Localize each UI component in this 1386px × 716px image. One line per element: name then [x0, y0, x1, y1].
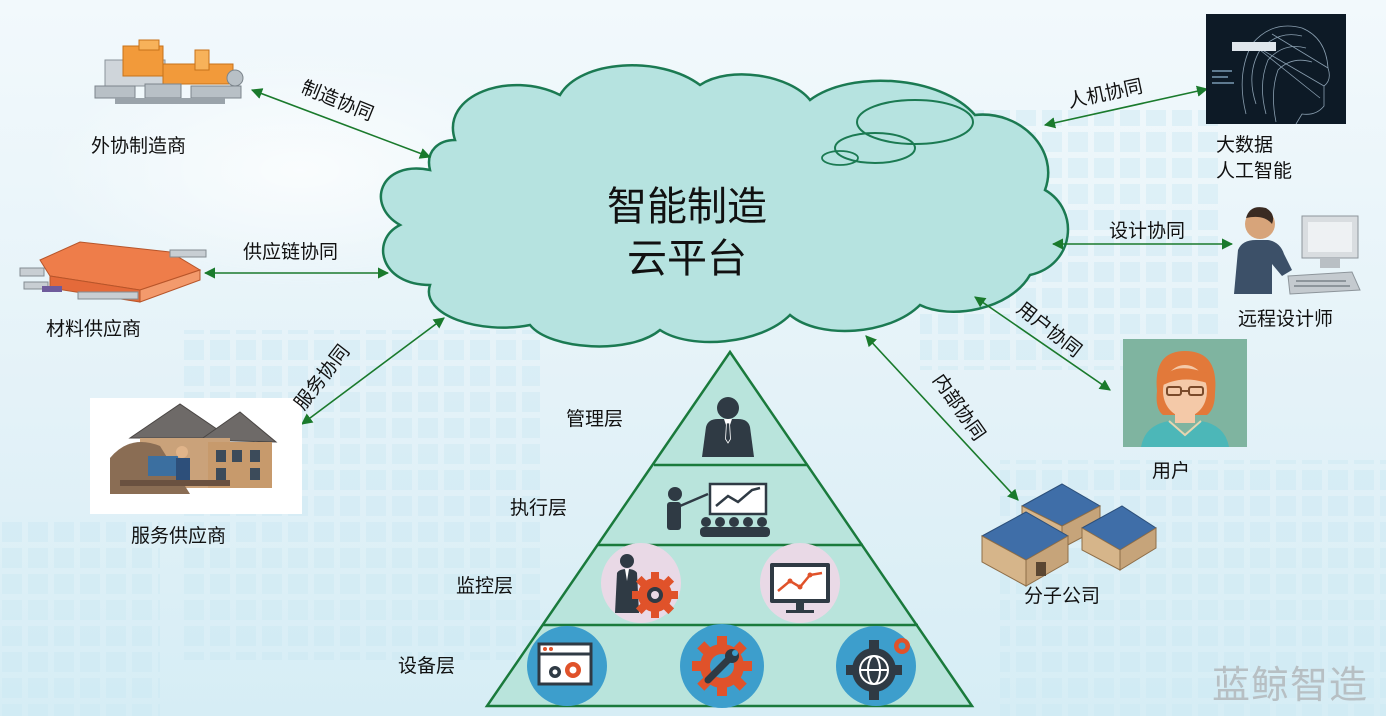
- arrow-manufacturing: [250, 88, 432, 159]
- label-bigdata: 大数据: [1216, 134, 1274, 156]
- browser-gear-icon: [527, 626, 607, 706]
- cloud-platform: [379, 64, 1070, 348]
- globe-gear-icon: [836, 626, 916, 706]
- label-design-collab: 设计协同: [1109, 220, 1186, 242]
- label-ai: 人工智能: [1216, 160, 1293, 182]
- arrow-service: [301, 317, 445, 425]
- engineer-gear-icon: [601, 543, 681, 623]
- label-monitoring-layer: 监控层: [456, 575, 514, 597]
- label-outsource-manufacturer: 外协制造商: [91, 135, 187, 157]
- monitor-chart-icon: [760, 543, 840, 623]
- arrow-human-machine: [1043, 85, 1209, 129]
- warehouse-icon: [19, 241, 207, 303]
- label-remote-designer: 远程设计师: [1238, 308, 1334, 330]
- label-service-supplier: 服务供应商: [131, 525, 227, 547]
- user-avatar-icon: [1123, 339, 1247, 447]
- cloud-title: 智能制造 云平台: [537, 181, 837, 285]
- label-user: 用户: [1152, 460, 1191, 482]
- house-office-icon: [90, 398, 302, 514]
- arrow-user: [974, 296, 1111, 391]
- cloud-title-line2: 云平台: [627, 236, 747, 282]
- manager-icon: [702, 397, 754, 457]
- label-branch-company: 分子公司: [1024, 585, 1101, 607]
- cloud-title-line1: 智能制造: [607, 184, 767, 230]
- label-supply-chain-collab: 供应链协同: [243, 241, 339, 263]
- presentation-icon: [667, 482, 770, 537]
- arrow-internal: [865, 335, 1019, 501]
- factory-icon: [94, 39, 244, 104]
- collaboration-arrows: [203, 85, 1234, 501]
- label-equipment-layer: 设备层: [398, 655, 456, 677]
- branch-houses-icon: [980, 483, 1157, 587]
- label-execution-layer: 执行层: [510, 497, 568, 519]
- label-management-layer: 管理层: [566, 408, 624, 430]
- wrench-gear-icon: [680, 624, 764, 708]
- ai-head-icon: [1206, 14, 1346, 125]
- label-material-supplier: 材料供应商: [46, 318, 142, 340]
- brand-watermark: 蓝鲸智造: [1212, 663, 1369, 707]
- computer-designer-icon: [1234, 207, 1361, 295]
